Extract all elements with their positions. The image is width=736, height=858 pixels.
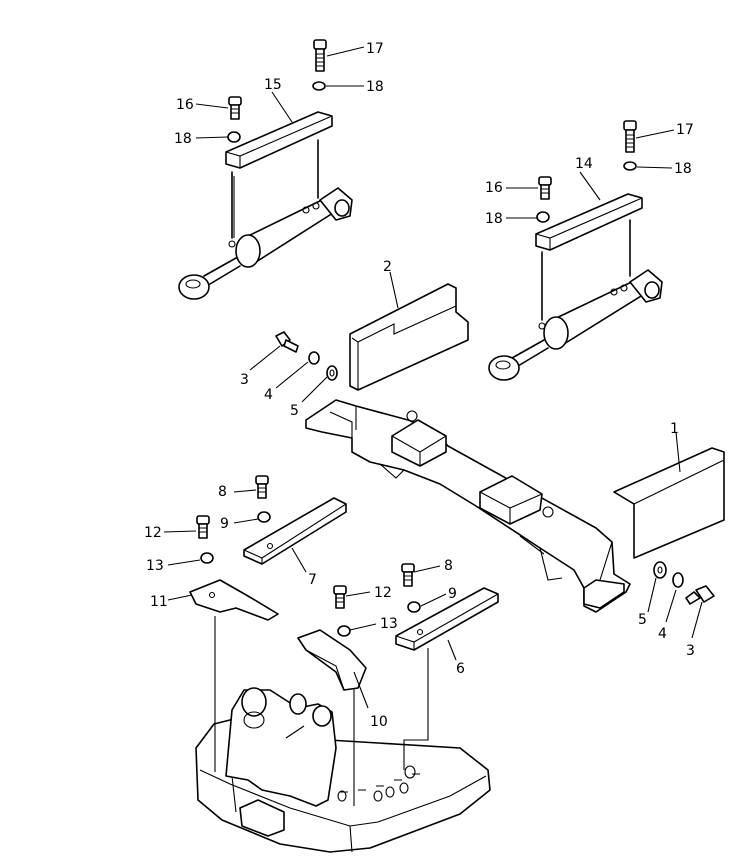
- bolt-3-right: [685, 585, 715, 605]
- callout-9-right: 9: [448, 586, 457, 602]
- plate-10: [297, 629, 367, 691]
- callout-16-upper-right: 16: [485, 180, 503, 196]
- callout-18-right: 18: [485, 211, 503, 227]
- callout-5-right: 5: [638, 612, 647, 628]
- bolt-16-upper-right: [538, 176, 552, 200]
- assembly-lines: [214, 176, 429, 806]
- bolt-8-left: [255, 475, 269, 499]
- bolt-17-upper-left: [313, 39, 327, 72]
- callout-8-left: 8: [218, 484, 227, 500]
- callout-4-right: 4: [658, 626, 667, 642]
- callout-16-upper-left: 16: [176, 97, 194, 113]
- callout-5-left: 5: [290, 403, 299, 419]
- callout-11: 11: [150, 594, 168, 610]
- callout-13-right: 13: [380, 616, 398, 632]
- cover-1: [613, 447, 725, 559]
- washer-18-left: [227, 131, 241, 143]
- callout-3-right: 3: [686, 643, 695, 659]
- callout-3-left: 3: [240, 372, 249, 388]
- washer-18-right-top: [623, 161, 637, 171]
- callout-2: 2: [383, 259, 392, 275]
- cylinder-upper-right: [488, 219, 663, 381]
- plate-11: [189, 579, 279, 621]
- callout-9-left: 9: [220, 516, 229, 532]
- bracket-14: [535, 193, 643, 251]
- callout-12-right: 12: [374, 585, 392, 601]
- washer-13-right: [337, 625, 351, 637]
- callout-numbers: 17 18 15 16 18 17 14 18 16 18 2 3 4 5 1 …: [144, 41, 695, 730]
- callout-1: 1: [670, 421, 679, 437]
- bolt-8-right: [401, 563, 415, 587]
- base-body: [195, 687, 491, 853]
- main-frame: [305, 399, 631, 613]
- callout-13-left: 13: [146, 558, 164, 574]
- callout-12-left: 12: [144, 525, 162, 541]
- callout-17-upper-left: 17: [366, 41, 384, 57]
- bracket-15: [225, 111, 333, 169]
- washer-4-left: [308, 351, 320, 365]
- callout-18-left: 18: [174, 131, 192, 147]
- bolt-12-right: [333, 585, 347, 609]
- washer-9-right: [407, 601, 421, 613]
- callout-7: 7: [308, 572, 317, 588]
- leader-lines: [163, 46, 703, 709]
- washer-4-right: [672, 572, 684, 588]
- callout-14: 14: [575, 156, 593, 172]
- cylinder-upper-left: [178, 139, 353, 300]
- plate-6: [395, 587, 499, 651]
- washer-9-left: [257, 511, 271, 523]
- cover-2: [349, 283, 469, 391]
- callout-18-top: 18: [366, 79, 384, 95]
- washer-18-top: [312, 81, 326, 91]
- plate-7: [243, 497, 347, 565]
- bolt-3-left: [275, 331, 299, 353]
- bolt-17-upper-right: [623, 120, 637, 153]
- callout-18-right-top: 18: [674, 161, 692, 177]
- callout-15: 15: [264, 77, 282, 93]
- washer-13-left: [200, 552, 214, 564]
- bolt-16-upper-left: [228, 96, 242, 120]
- callout-17-upper-right: 17: [676, 122, 694, 138]
- bolt-12-left: [196, 515, 210, 539]
- washer-5-left: [326, 365, 338, 381]
- callout-10: 10: [370, 714, 388, 730]
- callout-8-right: 8: [444, 558, 453, 574]
- callout-4-left: 4: [264, 387, 273, 403]
- callout-6: 6: [456, 661, 465, 677]
- washer-18-right: [536, 211, 550, 223]
- washer-5-right: [653, 561, 667, 579]
